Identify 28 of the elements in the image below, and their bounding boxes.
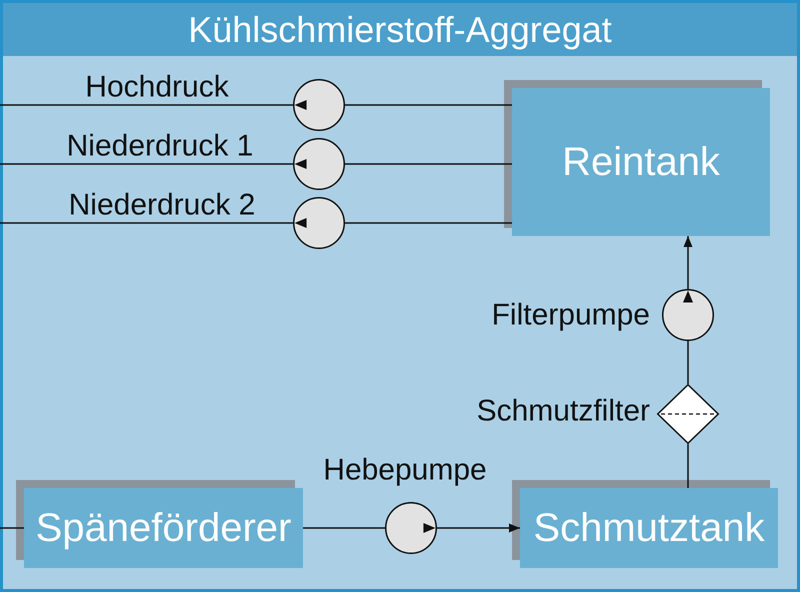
connector-line <box>345 104 512 106</box>
process-box <box>24 488 303 568</box>
process-label: Späneförderer <box>36 506 292 550</box>
connector-line <box>0 527 24 529</box>
connector-line <box>687 341 689 384</box>
process-box <box>520 488 778 568</box>
connector-line <box>0 163 293 165</box>
component-label: Filterpumpe <box>492 298 650 332</box>
connector-line <box>303 527 385 529</box>
component-label: Hebepumpe <box>323 454 487 486</box>
filter-symbol <box>657 384 719 444</box>
title-bar: Kühlschmierstoff-Aggregat <box>3 3 797 56</box>
pump-symbol <box>293 138 345 190</box>
arrow <box>437 524 520 532</box>
component-label: Schmutzfilter <box>476 394 650 428</box>
process-label: Schmutztank <box>533 506 765 550</box>
connector-line <box>687 444 689 488</box>
process-label: Reintank <box>562 140 720 184</box>
pump-symbol <box>293 197 345 249</box>
pump-symbol <box>662 289 714 341</box>
process-box <box>512 88 770 236</box>
connector-line <box>345 222 512 224</box>
arrow <box>684 236 692 289</box>
connector-line <box>0 222 293 224</box>
pump-symbol <box>385 502 437 554</box>
connector-line <box>0 104 293 106</box>
connector-line <box>345 163 512 165</box>
pump-symbol <box>293 79 345 131</box>
